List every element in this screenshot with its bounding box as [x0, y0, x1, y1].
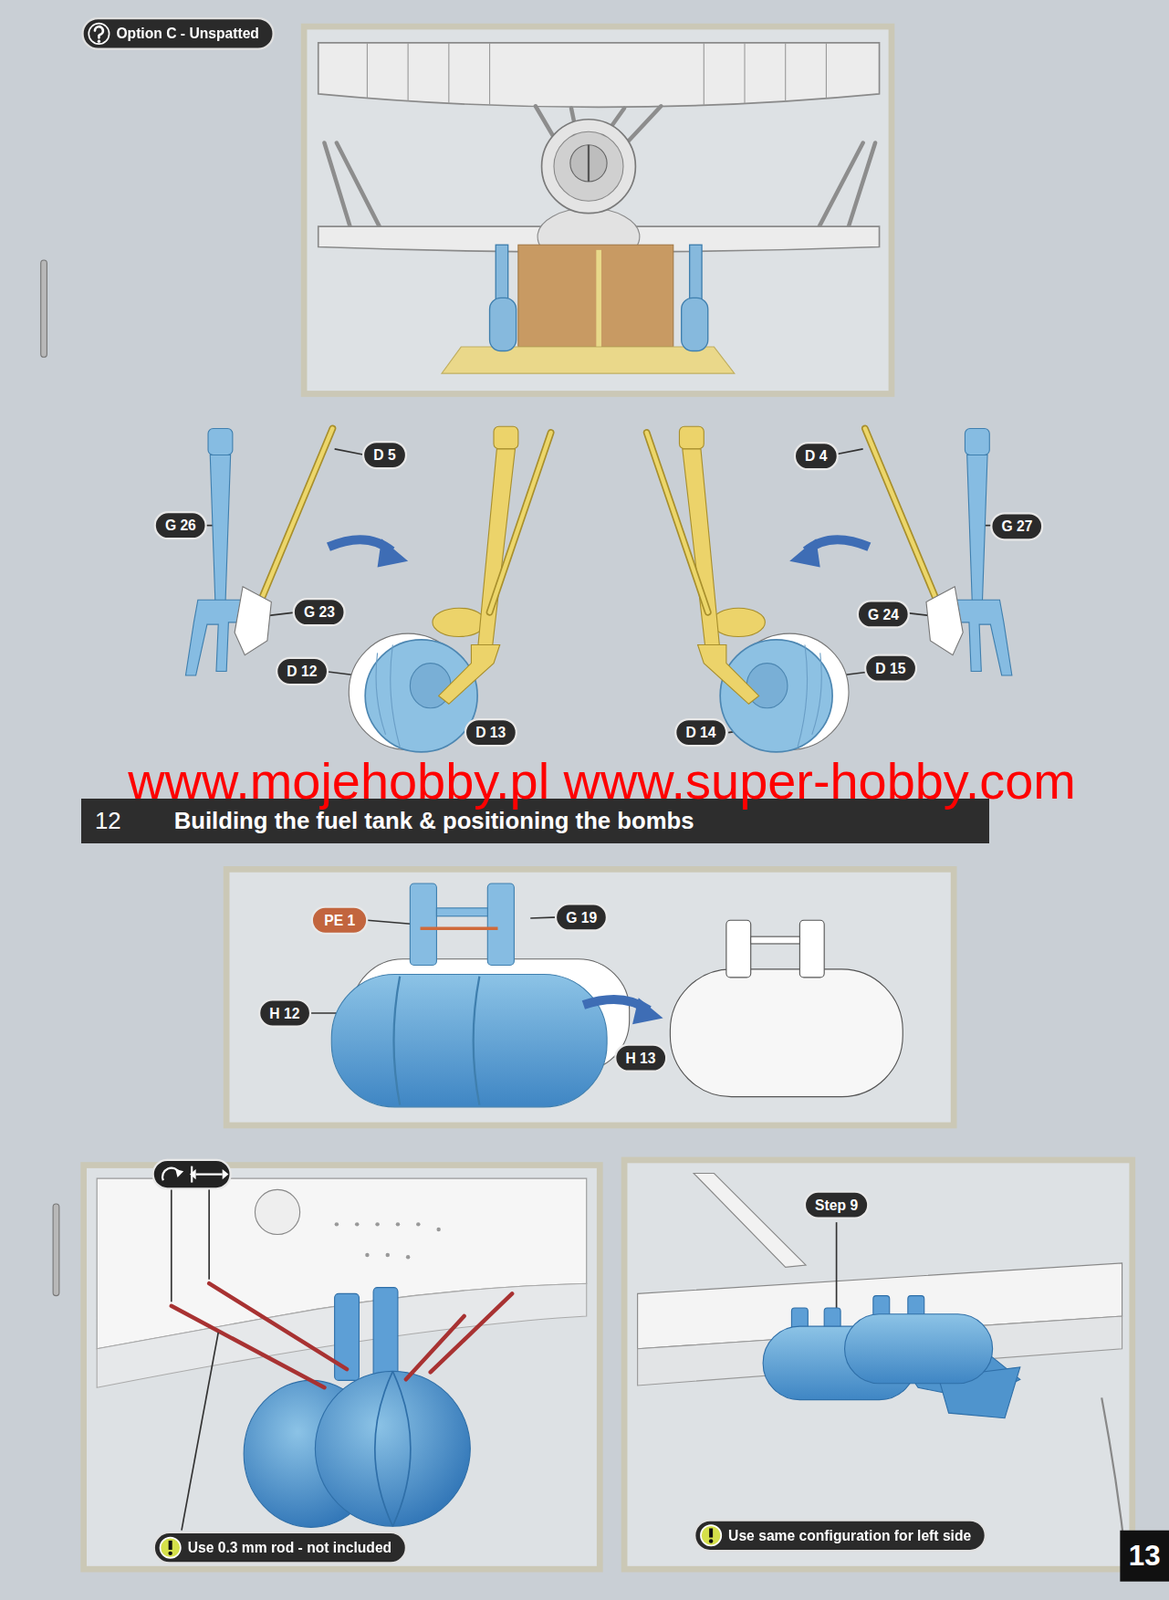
callout-number: D 5	[362, 440, 408, 470]
callout-number: H 13	[614, 1043, 668, 1073]
callout-number: D 13	[464, 718, 518, 747]
bomb-position-view	[624, 1159, 1133, 1569]
step-number: 12	[94, 806, 122, 835]
note-box: Use same configuration for left side	[693, 1518, 987, 1552]
callout-number: G 19	[554, 902, 609, 931]
step-title: Building the fuel tank & positioning the…	[174, 806, 695, 835]
step-reference: Step 9	[803, 1189, 870, 1219]
callout-number: D 15	[864, 654, 918, 683]
note-text: Use 0.3 mm rod - not included	[187, 1539, 392, 1556]
option-tag: Option C - Unspatted	[81, 17, 274, 51]
callout-number: D 12	[275, 657, 329, 686]
watermark: www.mojehobby.pl www.super-hobby.com	[127, 751, 1076, 812]
callout-number: G 27	[990, 511, 1044, 541]
callout-number: G 24	[856, 599, 911, 628]
warning-icon	[157, 1534, 183, 1560]
staple	[41, 260, 48, 357]
callout-number: G 23	[292, 597, 347, 627]
callout-number: D 14	[674, 718, 728, 747]
question-icon	[86, 20, 112, 46]
tank-mounting-view	[83, 1159, 601, 1569]
staple	[52, 1203, 60, 1296]
callout-number: D 4	[793, 441, 839, 470]
note-text: Use same configuration for left side	[728, 1526, 971, 1544]
callout-number: G 26	[154, 511, 209, 540]
callout-number: H 12	[258, 998, 312, 1027]
etch-part-callout: PE 1	[311, 906, 369, 935]
landing-gear	[185, 426, 551, 752]
note-text: Option C - Unspatted	[115, 25, 259, 42]
front-view	[303, 26, 892, 394]
fuel-tank	[226, 868, 954, 1126]
warning-icon	[699, 1523, 724, 1548]
page-number: 13	[1119, 1530, 1169, 1582]
note-box: Use 0.3 mm rod - not included	[153, 1531, 408, 1565]
